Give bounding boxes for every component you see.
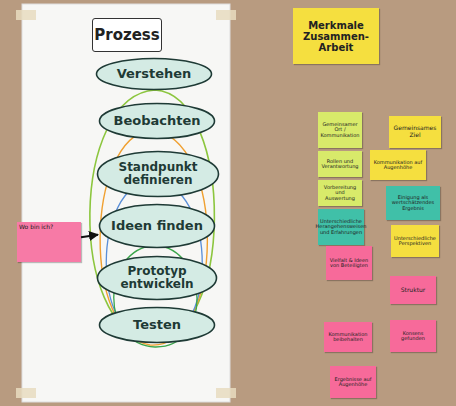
oval-shape [100,205,215,248]
note-text: Konsens gefunden [392,331,434,342]
tape [216,388,236,398]
process-step: Verstehen [95,57,213,91]
sticky-note: Einigung als wertschätzendes Ergebnis [386,186,440,220]
title-box: Prozess [92,18,162,52]
step-label: Standpunkt definieren [108,161,208,187]
note-text: Ergebnisse auf Augenhöhe [332,377,374,388]
note-text: Kommunikation beibehalten [326,332,370,343]
oval-shape [97,59,212,90]
sticky-note: Struktur [390,276,436,304]
process-step: Testen [98,306,216,344]
note-text: Einigung als wertschätzendes Ergebnis [388,195,438,212]
heading-card: Merkmale Zusammen-Arbeit [293,8,379,64]
note-text: Wo bin ich? [19,224,53,231]
tape [216,10,236,20]
iteration-loop [90,90,215,340]
step-label: Beobachten [114,114,201,128]
oval-shape [98,152,219,197]
note-text: Unterschiedliche Perspektiven [393,236,437,247]
process-step: Prototyp entwickeln [96,255,218,301]
process-step: Standpunkt definieren [96,150,220,198]
sticky-note: Kommunikation auf Augenhöhe [370,150,426,180]
flipchart-sheet [22,4,230,402]
note-text: Struktur [401,287,426,294]
process-step: Beobachten [98,102,216,140]
step-label: Testen [133,318,181,332]
process-step: Ideen finden [98,203,216,249]
note-text: Gemeinsamer Ort / Kommunikation [320,122,360,139]
tape [16,388,36,398]
note-text: Vorbereitung und Auswertung [320,185,360,202]
step-label: Ideen finden [111,219,203,233]
oval-shape [100,104,215,139]
sticky-note: Unterschiedliche Perspektiven [391,225,439,257]
note-text: Kommunikation auf Augenhöhe [372,160,424,171]
pointer-arrow [81,235,98,238]
note-text: Rollen und Verantwortung [320,159,360,170]
step-label: Verstehen [117,67,192,81]
sticky-note: Gemeinsames Ziel [389,116,441,148]
sticky-note: Konsens gefunden [390,320,436,352]
note-text: Prozess [94,27,159,44]
tape [16,10,36,20]
pointer-note: Wo bin ich? [17,222,81,262]
sticky-note: Ergebnisse auf Augenhöhe [330,366,376,398]
sticky-note: Vielfalt & Ideen von Beteiligten [326,246,372,280]
sticky-note: Gemeinsamer Ort / Kommunikation [318,112,362,148]
sticky-note: Vorbereitung und Auswertung [318,180,362,206]
sticky-note: Rollen und Verantwortung [318,151,362,177]
oval-shape [98,257,217,300]
oval-shape [100,308,215,343]
note-text: Vielfalt & Ideen von Beteiligten [328,258,370,269]
note-text: Unterschiedliche Herangehensweisen und E… [316,219,367,236]
note-text: Gemeinsames Ziel [391,125,439,138]
sticky-note: Kommunikation beibehalten [324,322,372,352]
sticky-note: Unterschiedliche Herangehensweisen und E… [318,209,364,245]
note-text: Merkmale Zusammen-Arbeit [295,20,377,53]
step-label: Prototyp entwickeln [108,265,206,291]
